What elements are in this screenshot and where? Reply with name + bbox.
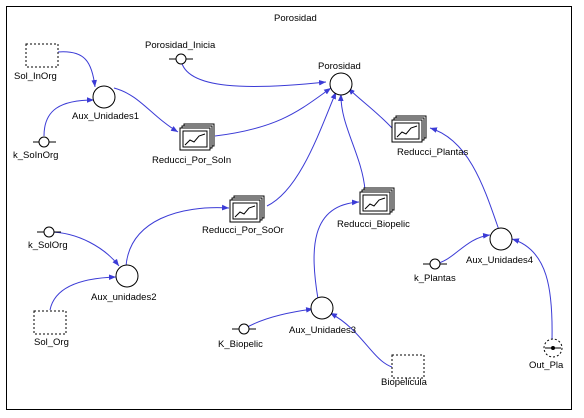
constant-porosidad-inicia[interactable] (169, 53, 193, 65)
link-kplantas-aux4 (434, 233, 491, 265)
link-solinorg-aux1 (57, 51, 97, 88)
link-kbiopelic-aux3 (243, 307, 314, 330)
stock-sol-org[interactable] (33, 310, 67, 335)
label-sol-org: Sol_Org (34, 337, 69, 348)
link-aux1-reducci-soin (113, 87, 179, 133)
label-reducci-plantas: Reducci_Plantas (397, 147, 469, 158)
stock-sol-inorg[interactable] (25, 43, 59, 68)
label-aux-unidades1: Aux_Unidades1 (72, 111, 140, 122)
table-icon-reducci-por-soor[interactable] (229, 195, 265, 223)
table-icon-reducci-por-soin[interactable] (179, 123, 215, 151)
link-reducci-plantas-porosidad (347, 87, 393, 129)
link-reducci-biopelic-porosidad (337, 93, 366, 191)
label-biopelicula: Biopelicula (381, 377, 427, 388)
label-reducci-biopelic: Reducci_Biopelic (337, 219, 410, 230)
label-out-pla: Out_Pla (529, 360, 564, 371)
constant-k-soinorg[interactable] (33, 136, 56, 148)
link-reducci-soin-porosidad (214, 87, 332, 137)
label-reducci-por-soin: Reducci_Por_SoIn (152, 155, 232, 166)
label-porosidad: Porosidad (318, 61, 361, 72)
aux-unidades2-circle[interactable] (115, 264, 139, 288)
link-biopelicula-aux3 (329, 312, 393, 368)
link-outpla-aux4 (511, 238, 553, 341)
table-icon-reducci-biopelic[interactable] (359, 187, 395, 215)
label-reducci-por-soor: Reducci_Por_SoOr (202, 225, 284, 236)
link-aux2-reducci-soor (125, 204, 230, 267)
link-aux3-reducci-biopelic (313, 199, 360, 300)
constant-k-solorg[interactable] (37, 226, 61, 238)
label-aux-unidades4: Aux_Unidades4 (466, 255, 534, 266)
diagram-title: Porosidad (274, 13, 317, 24)
link-porosidad-inicia-porosidad (180, 59, 327, 88)
diagram-frame (6, 6, 572, 410)
label-k-solorg: k_SolOrg (28, 240, 68, 251)
link-ksoinorg-aux1 (43, 97, 95, 137)
link-reducci-soor-porosidad (266, 91, 337, 207)
aux-unidades1-circle[interactable] (92, 85, 116, 109)
label-k-soinorg: k_SoInOrg (13, 150, 59, 161)
table-icon-reducci-plantas[interactable] (391, 115, 427, 143)
label-aux-unidades2: Aux_unidades2 (91, 292, 157, 303)
out-pla-node[interactable] (543, 338, 563, 358)
label-aux-unidades3: Aux_Unidades3 (289, 325, 357, 336)
constant-k-plantas[interactable] (423, 258, 447, 270)
label-porosidad-inicia: Porosidad_Inicia (145, 40, 216, 51)
label-k-plantas: k_Plantas (414, 273, 456, 284)
porosidad-circle[interactable] (329, 72, 353, 96)
constant-k-biopelic[interactable] (232, 323, 256, 335)
aux-unidades3-circle[interactable] (310, 296, 334, 320)
label-k-biopelic: K_Biopelic (218, 339, 263, 350)
stock-biopelicula[interactable] (391, 354, 425, 379)
label-sol-inorg: Sol_InOrg (14, 71, 57, 82)
aux-unidades4-circle[interactable] (489, 227, 513, 251)
link-solorg-aux2 (49, 274, 117, 311)
link-aux4-reducci-plantas (429, 127, 501, 234)
